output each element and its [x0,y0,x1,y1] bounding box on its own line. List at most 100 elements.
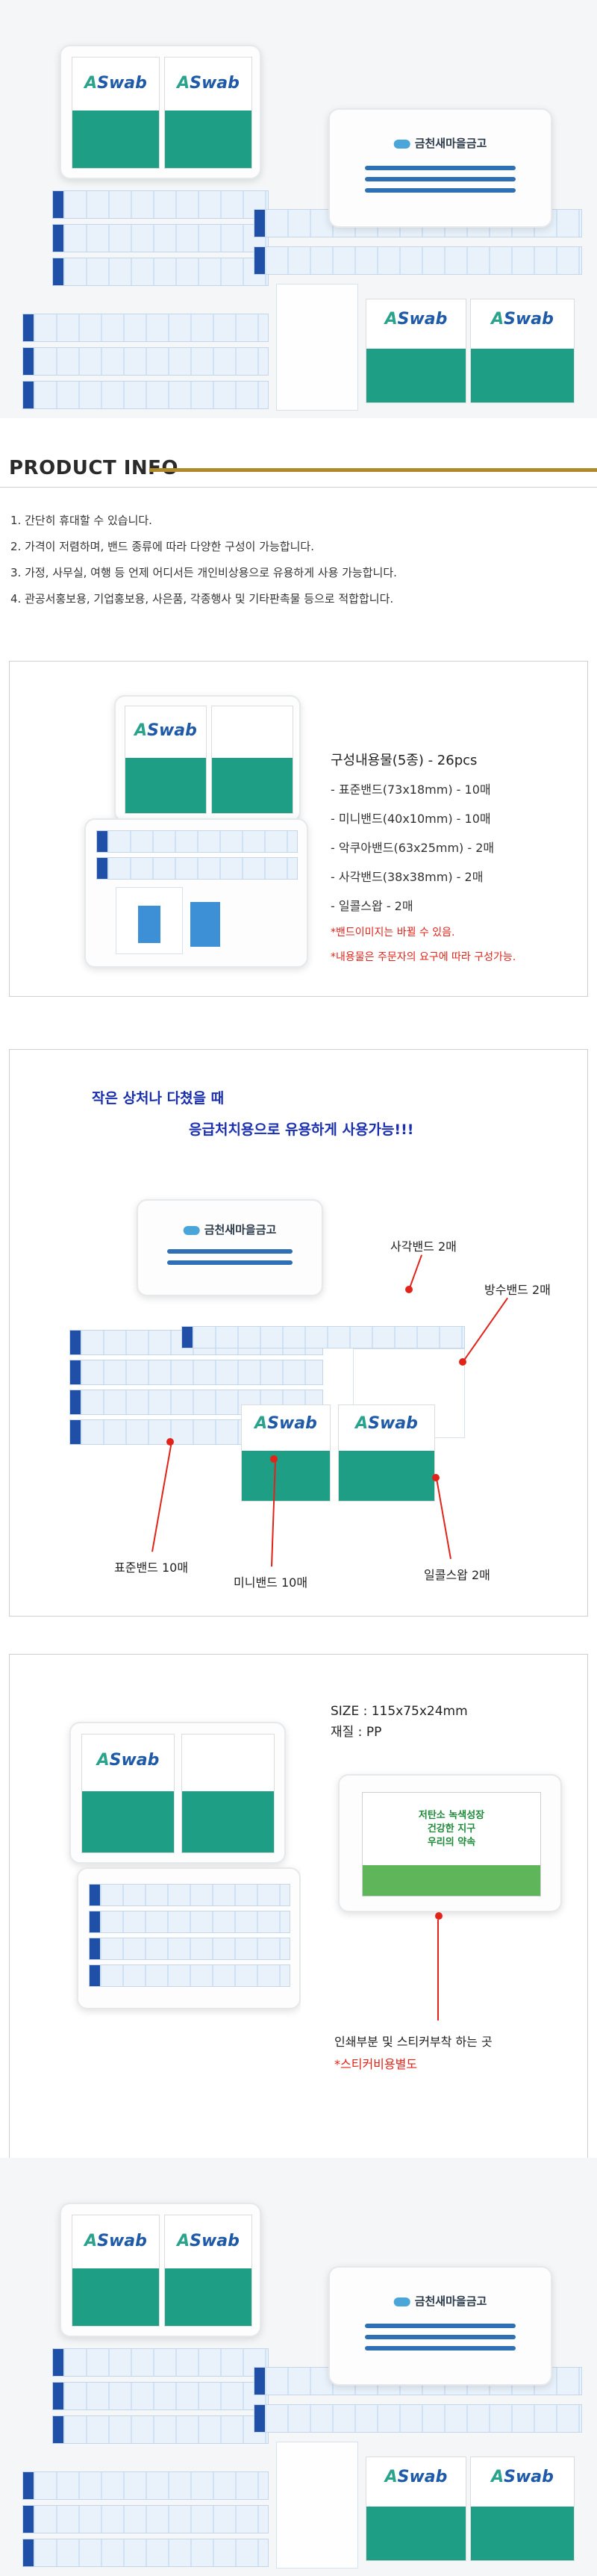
callout-dot [166,1438,174,1446]
composition-item: - 사각밴드(38x38mm) - 2매 [331,870,484,884]
bandage-pad [138,906,160,943]
case-tray [77,1867,301,2009]
square-bandage [276,284,358,411]
bandage-strip [22,381,269,409]
callout-dot [435,1912,443,1920]
bandage-strip [89,1964,290,1987]
alcohol-swab: ASwab [81,1734,175,1853]
grass-illustration [363,1864,540,1896]
alcohol-swab: ASwab [125,706,207,814]
callout-waterproof-band: 방수밴드 2매 [484,1283,551,1297]
callout-standard-band: 표준밴드 10매 [114,1561,189,1575]
alcohol-swab [181,1734,275,1853]
alcohol-swab: ASwab [470,2457,575,2561]
bandage-strip [52,2348,269,2377]
bandage-strip [22,314,269,342]
spec-text: SIZE : 115x75x24mm 재질 : PP [331,1701,468,1743]
composition-item: - 미니밴드(40x10mm) - 10매 [331,812,491,826]
bandage-strip [52,190,269,219]
case-label: 금천새마을금고 [183,1222,276,1237]
case-open: ASwab ASwab [60,45,261,179]
case-open: ASwab [114,695,301,822]
sticker-note: *스티커비용별도 [334,2057,418,2071]
bandage-strip [89,1938,290,1960]
open-case-photo: ASwab [40,688,338,979]
hero-product-photo: ASwab ASwab 금천새마을금고 ASwab ASwab [0,0,597,418]
spec-size: SIZE : 115x75x24mm [331,1704,468,1719]
composition-text: 구성내용물(5종) - 26pcs - 표준밴드(73x18mm) - 10매 … [331,750,516,970]
feature-list: 1. 간단히 휴대할 수 있습니다. 2. 가격이 저렴하며, 밴드 종류에 따… [10,508,397,612]
alcohol-swab: ASwab [366,299,466,403]
bandage-strip [52,2382,269,2410]
spec-material: 재질 : PP [331,1725,382,1740]
alcohol-swab [211,706,293,814]
callout-dot [459,1358,466,1366]
case-with-sticker: 저탄소 녹색성장 건강한 지구 우리의 약속 [338,1774,562,1912]
callout-alcohol-swab: 일콜스왑 2매 [424,1568,490,1582]
composition-heading: 구성내용물(5종) - 26pcs [331,753,478,768]
square-bandage [116,887,183,954]
bandage-pad [190,902,220,947]
cloud-logo-icon [393,139,410,149]
list-item: 2. 가격이 저렴하며, 밴드 종류에 따라 다양한 구성이 가능합니다. [10,540,314,553]
list-item: 3. 가정, 사무실, 여행 등 언제 어디서든 개인비상용으로 유용하게 사용… [10,566,397,579]
case-closed: 금천새마을금고 [328,108,552,228]
bandage-strip [181,1326,465,1348]
bandage-strip [22,2505,269,2533]
alcohol-swab: ASwab [338,1404,435,1502]
case-open: ASwab ASwab [60,2203,261,2337]
bandage-strip [52,224,269,252]
spec-panel: ASwab SIZE : 115x75x24mm 재질 : PP 저탄소 녹색성… [9,1654,588,2162]
composition-note: *밴드이미지는 바뀔 수 있음. [331,927,455,939]
cloud-logo-icon [393,2297,410,2306]
bandage-strip [69,1360,323,1385]
callout-square-band: 사각밴드 2매 [390,1239,457,1254]
alcohol-swab: ASwab [164,2215,252,2327]
case-closed: 금천새마을금고 [328,2266,552,2386]
bandage-strip [22,2471,269,2500]
callout-dot [270,1455,278,1463]
composition-item: - 일콜스왑 - 2매 [331,899,413,913]
bandage-strip [52,2415,269,2444]
composition-item: - 악쿠아밴드(63x25mm) - 2매 [331,841,495,855]
callout-dot [432,1474,440,1481]
composition-panel: ASwab 구성내용물(5종) - 26pcs - 표준밴드(73x18mm) … [9,661,588,997]
case-label: 금천새마을금고 [393,135,487,151]
list-item: 1. 간단히 휴대할 수 있습니다. [10,514,152,527]
case-label: 금천새마을금고 [393,2293,487,2309]
alcohol-swab: ASwab [470,299,575,403]
composition-item: - 표준밴드(73x18mm) - 10매 [331,783,491,797]
title-rule [149,468,597,472]
slogan-line-2: 응급처치용으로 유용하게 사용가능!!! [189,1121,414,1138]
case-closed: 금천새마을금고 [137,1199,323,1296]
case-open: ASwab [69,1722,286,1864]
usage-panel: 작은 상처나 다쳤을 때 응급처치용으로 유용하게 사용가능!!! 금천새마을금… [9,1049,588,1617]
callout-dot [405,1286,413,1293]
alcohol-swab: ASwab [241,1404,331,1502]
list-item: 4. 관공서홍보용, 기업홍보용, 사은품, 각종행사 및 기타판촉물 등으로 … [10,592,394,606]
bandage-strip [96,830,298,853]
alcohol-swab: ASwab [164,57,252,169]
contents-photo: 금천새마을금고 ASwab ASwab [54,1169,547,1528]
bandage-strip [254,2404,582,2433]
bandage-strip [22,2539,269,2567]
bandage-strip [89,1884,290,1906]
bandage-strip [22,347,269,376]
alcohol-swab: ASwab [366,2457,466,2561]
bottom-product-photo: ASwab ASwab 금천새마을금고 ASwab ASwab [0,2158,597,2576]
case-tray [84,818,308,968]
alcohol-swab: ASwab [72,57,160,169]
bandage-strip [254,246,582,275]
bandage-strip [89,1911,290,1933]
case-open-photo: ASwab [62,1714,301,2028]
callout-mini-band: 미니밴드 10매 [234,1575,308,1590]
bandage-strip [52,258,269,286]
slogan-line-1: 작은 상처나 다쳤을 때 [92,1090,225,1107]
print-area-label: 인쇄부분 및 스티커부착 하는 곳 [334,2035,493,2049]
printed-sticker: 저탄소 녹색성장 건강한 지구 우리의 약속 [362,1792,541,1897]
square-bandage [276,2442,358,2569]
composition-note: *내용물은 주문자의 요구에 따라 구성가능. [331,951,516,963]
alcohol-swab: ASwab [72,2215,160,2327]
cloud-logo-icon [183,1225,200,1235]
bandage-strip [96,857,298,880]
